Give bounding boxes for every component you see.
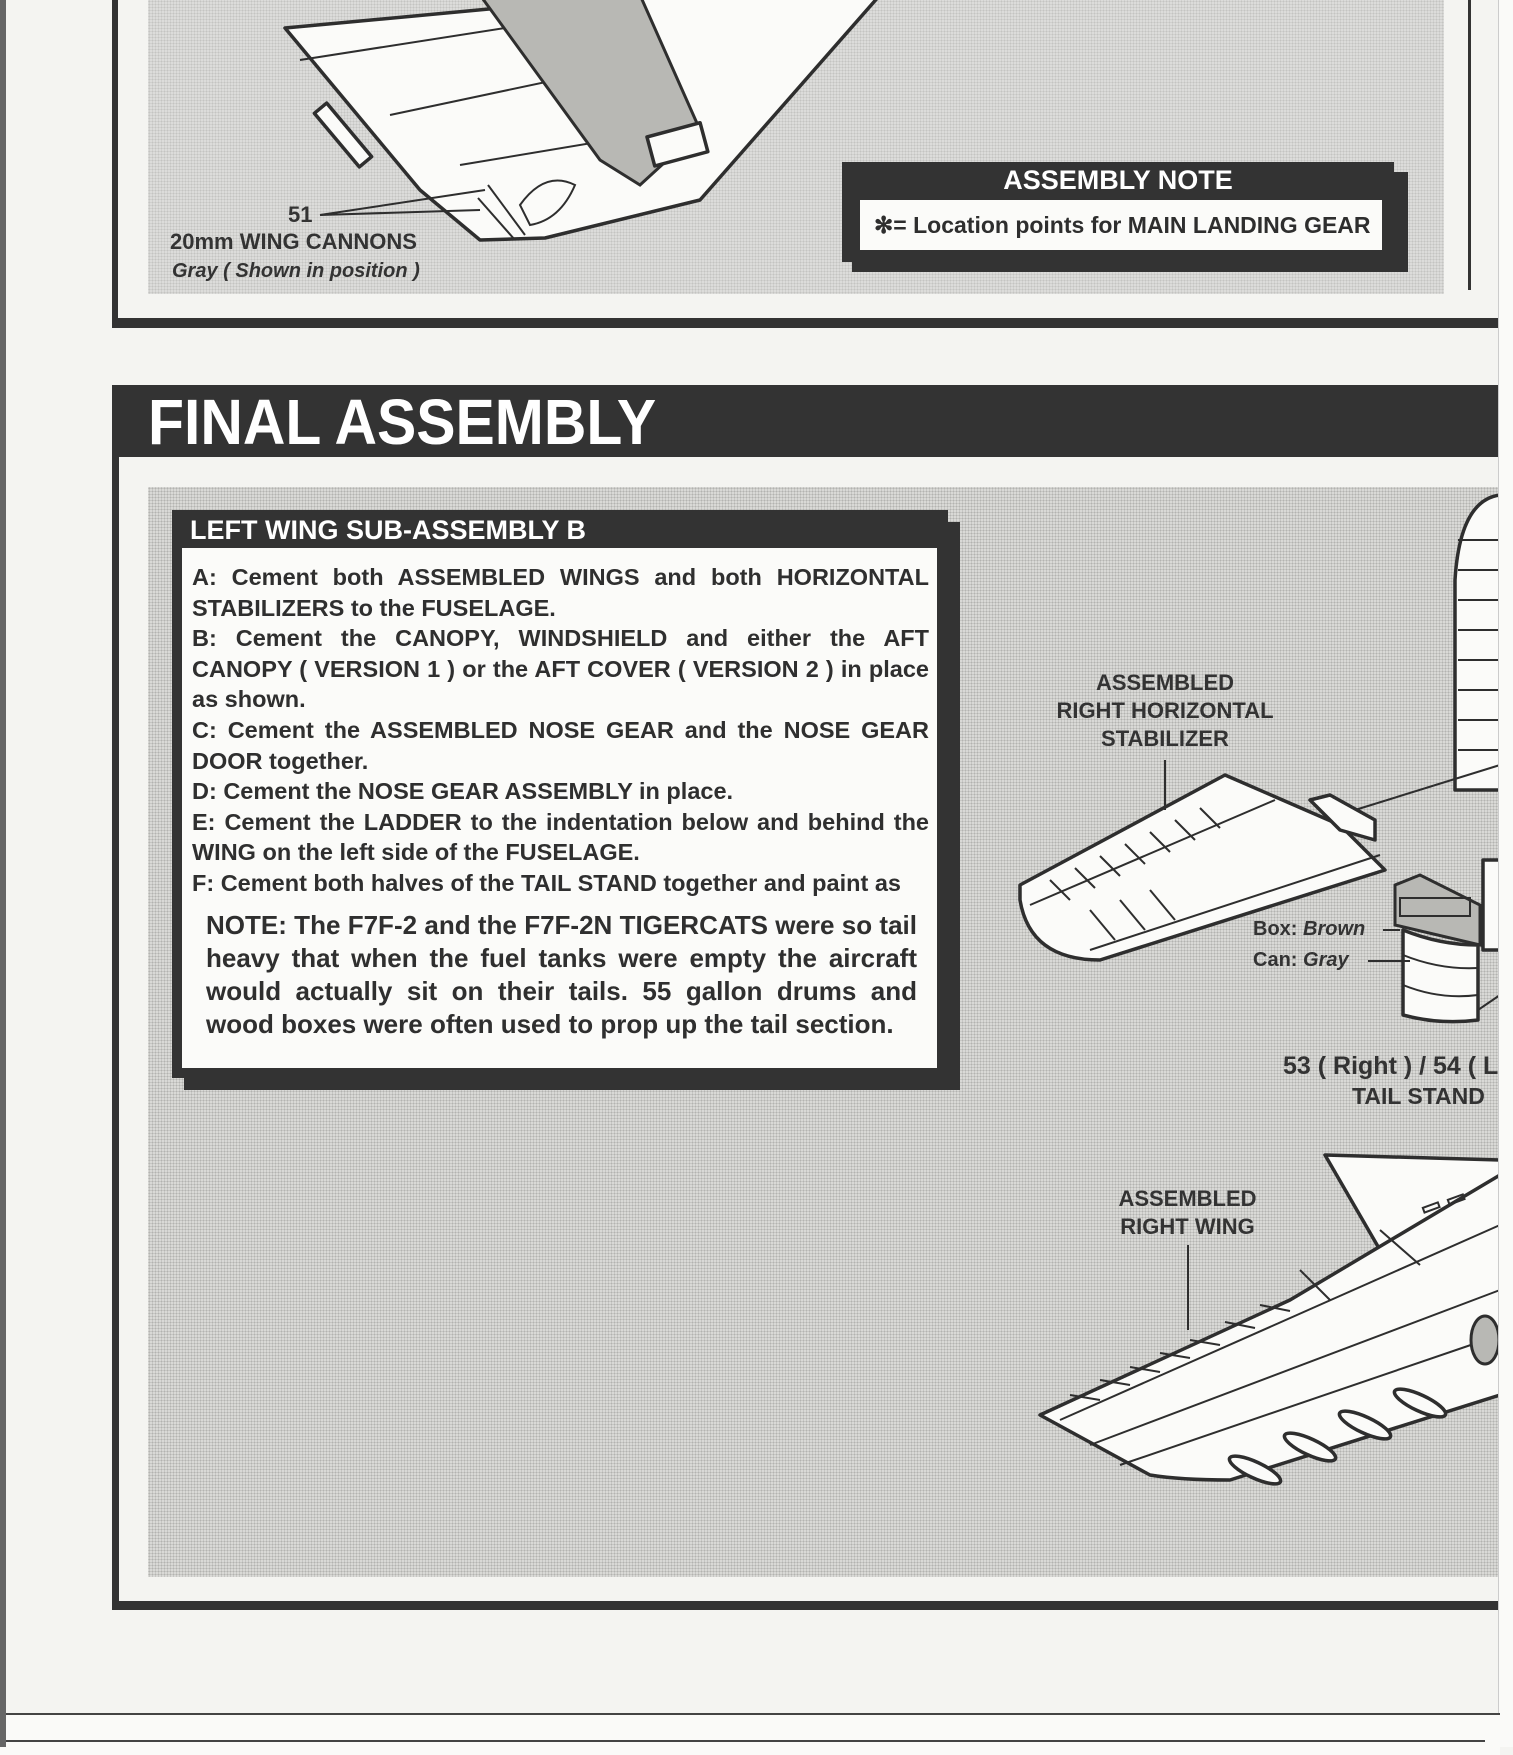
right-horizontal-stabilizer: [1018, 773, 1387, 962]
page-left-shadow: [0, 0, 6, 1747]
leader-line-1: [319, 189, 486, 216]
rocket-3: [1337, 1409, 1393, 1441]
tail-stand-parts-label: 53 ( Right ) / 54 ( L: [1283, 1052, 1499, 1080]
right-wing-label-line-2: RIGHT WING: [1120, 1214, 1255, 1239]
rocket-1: [1227, 1454, 1283, 1486]
engine-intake: [1469, 1314, 1501, 1366]
tail-stand-name-label: TAIL STAND: [1352, 1083, 1485, 1109]
can-label: Can:: [1253, 949, 1298, 971]
top-panel-divider: [1468, 0, 1471, 290]
step-a: A: Cement both ASSEMBLED WINGS and both …: [192, 564, 929, 621]
rocket-2: [1282, 1431, 1338, 1463]
step-e: E: Cement the LADDER to the indentation …: [192, 808, 929, 866]
cannon-2: [477, 197, 516, 241]
tail-stand-box: [1393, 873, 1482, 947]
part-number-51: 51: [288, 202, 313, 227]
wing-panel-lines: [1069, 1229, 1421, 1401]
leader-line-2: [319, 209, 481, 216]
page-bottom-edge-2: [0, 1740, 1485, 1752]
step-f: F: Cement both halves of the TAIL STAND …: [192, 869, 901, 896]
paint-note-gray: Gray ( Shown in position ): [172, 260, 420, 282]
tail-stand-can: [1401, 928, 1480, 1024]
final-assembly-title: FINAL ASSEMBLY: [148, 386, 657, 458]
stabilizer-label-line-1: ASSEMBLED: [1095, 670, 1235, 695]
stabilizer-leader: [1354, 764, 1501, 811]
step-b: B: Cement the CANOPY, WINDSHIELD and eit…: [192, 625, 929, 713]
can-paint-label: Can: Gray: [1253, 946, 1349, 974]
page-right-edge: [1498, 0, 1513, 1747]
stabilizer-label: ASSEMBLED RIGHT HORIZONTAL STABILIZER: [1050, 669, 1280, 753]
box-color: Brown: [1303, 918, 1366, 940]
stabilizer-label-line-2: RIGHT HORIZONTAL: [1056, 698, 1274, 723]
assembly-note-title: ASSEMBLY NOTE: [1003, 165, 1233, 195]
step-c: C: Cement the ASSEMBLED NOSE GEAR and th…: [192, 716, 929, 774]
final-assembly-header: [112, 385, 1498, 457]
instruction-box-body: A: Cement both ASSEMBLED WINGS and both …: [182, 548, 937, 1068]
tigercat-note: NOTE: The F7F-2 and the F7F-2N TIGERCATS…: [206, 909, 917, 1039]
rocket-4: [1392, 1387, 1448, 1419]
rocket-rails: [1227, 1387, 1448, 1486]
wing-illustration-top: [283, 0, 878, 242]
can-color: Gray: [1303, 949, 1349, 971]
step-d: D: Cement the NOSE GEAR ASSEMBLY in plac…: [192, 778, 734, 805]
part-name-wing-cannons: 20mm WING CANNONS: [170, 229, 417, 254]
box-label: Box:: [1253, 918, 1298, 940]
stabilizer-ribs: [1049, 807, 1221, 941]
right-wing-label: ASSEMBLED RIGHT WING: [1105, 1185, 1270, 1241]
asterisk-icon: ✻: [874, 212, 894, 238]
tail-ribs: [1458, 539, 1500, 751]
vertical-tail: [1453, 493, 1502, 792]
final-assembly-frame: [112, 455, 1512, 1610]
cannon-1: [487, 184, 526, 236]
assembly-note-body: ✻= Location points for MAIN LANDING GEAR: [860, 200, 1382, 250]
instruction-box-title: LEFT WING SUB-ASSEMBLY B: [190, 515, 587, 545]
stabilizer-label-line-3: STABILIZER: [1101, 726, 1229, 751]
assembly-note-text: = Location points for MAIN LANDING GEAR: [893, 212, 1371, 238]
top-panel-border: [112, 318, 1513, 328]
box-paint-label: Box: Brown: [1253, 915, 1365, 943]
right-wing-label-line-1: ASSEMBLED: [1118, 1186, 1257, 1211]
